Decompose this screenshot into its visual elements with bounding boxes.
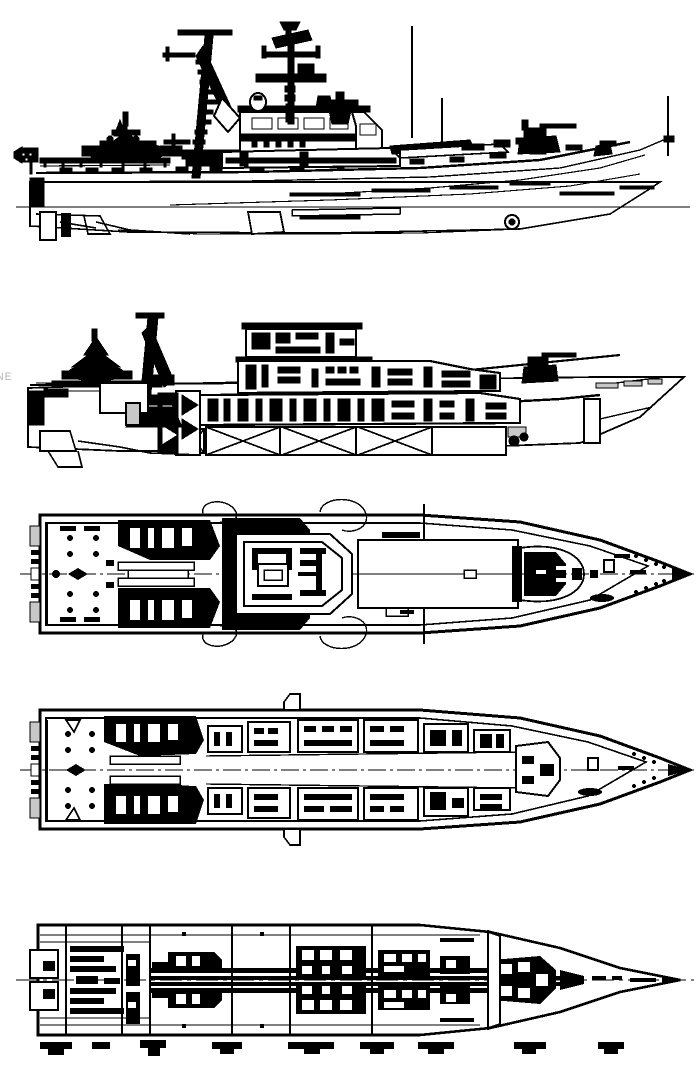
inboard-seachest bbox=[507, 426, 529, 447]
bridge-superstructure bbox=[221, 92, 401, 170]
bow-taper-dots bbox=[634, 554, 690, 594]
hull-outline bbox=[29, 181, 663, 234]
crane-davit bbox=[162, 29, 243, 179]
view-profile bbox=[0, 0, 700, 260]
lower-hatches bbox=[283, 693, 301, 846]
frame-marker bbox=[418, 1042, 454, 1054]
tank-void-zone bbox=[205, 426, 507, 456]
sonar-dome bbox=[246, 211, 286, 235]
frame-station-markers bbox=[40, 1040, 624, 1056]
forward-gun-plan bbox=[519, 545, 598, 603]
underwater-appendages bbox=[35, 211, 191, 241]
view-hold-plan bbox=[0, 890, 700, 1090]
inboard-fwd-compartment bbox=[583, 398, 601, 444]
deck-longitudinals bbox=[117, 561, 195, 587]
view-lower-deck-plan bbox=[0, 690, 700, 850]
bridge-deck-compartment bbox=[235, 322, 373, 363]
lower-house-doors bbox=[239, 151, 309, 167]
propeller bbox=[61, 213, 71, 237]
lower-shaft-lines bbox=[109, 755, 181, 785]
frame-marker bbox=[598, 1042, 624, 1054]
keel-line bbox=[117, 215, 601, 235]
ensign-staff-flag bbox=[13, 146, 39, 175]
view-inboard-profile bbox=[0, 295, 700, 480]
engine-casing-cutouts bbox=[130, 528, 192, 620]
mast-yard-upper bbox=[261, 51, 321, 58]
lower-hull-inner bbox=[45, 717, 648, 822]
profile-geometry bbox=[13, 21, 690, 241]
inboard-fwd-dashes bbox=[595, 378, 663, 389]
upper-deck-band bbox=[236, 359, 502, 395]
auxiliary-machinery bbox=[378, 950, 470, 1010]
lower-house-band bbox=[225, 157, 397, 164]
eo-director bbox=[321, 91, 359, 125]
fwd-tank-compartment bbox=[487, 930, 501, 1030]
inboard-aft-rail bbox=[36, 382, 100, 392]
steering-flat bbox=[29, 949, 59, 1011]
transom-fenders bbox=[29, 525, 41, 623]
hull-plate-seams bbox=[289, 181, 655, 197]
main-mast bbox=[255, 21, 327, 125]
inboard-aft-tank bbox=[125, 402, 141, 426]
chine-line bbox=[169, 173, 641, 206]
hull-opening-mid bbox=[504, 214, 520, 230]
aft-working-deck bbox=[46, 524, 114, 624]
transom-block bbox=[29, 177, 45, 207]
deckhouse-plan bbox=[222, 518, 353, 630]
lower-forward-block bbox=[515, 740, 561, 798]
lower-forepeak-detail bbox=[578, 752, 690, 796]
frame-marker bbox=[92, 1042, 110, 1049]
bilge-keel bbox=[291, 207, 401, 220]
inboard-forward-gun bbox=[521, 352, 577, 384]
view-main-deck-plan bbox=[0, 490, 700, 660]
main-engines bbox=[296, 946, 366, 1014]
frame-marker bbox=[514, 1042, 546, 1054]
deckhouse-portholes bbox=[251, 141, 306, 148]
shaft-bearings bbox=[126, 954, 140, 1024]
main-deck-internals bbox=[207, 398, 507, 422]
aft-deck-rail bbox=[39, 164, 171, 167]
lower-deck-geometry bbox=[20, 693, 695, 846]
inboard-aft-house bbox=[99, 382, 149, 414]
mast-platform bbox=[255, 73, 327, 83]
lower-machinery-cutouts bbox=[116, 724, 178, 814]
hold-plan-geometry bbox=[16, 923, 694, 1056]
inboard-geometry bbox=[27, 312, 687, 468]
main-deck-geometry bbox=[20, 498, 695, 650]
forward-gun-mount bbox=[517, 119, 577, 155]
gearboxes bbox=[152, 952, 222, 1008]
anchor-hawse bbox=[593, 143, 613, 157]
frame-marker bbox=[288, 1042, 334, 1054]
forepeak-dash bbox=[592, 975, 680, 985]
forward-machinery bbox=[492, 956, 584, 1004]
upper-deck-internals bbox=[245, 364, 497, 390]
radar-antenna bbox=[271, 29, 313, 49]
lower-compartment-detail bbox=[214, 726, 504, 812]
stern-machinery bbox=[70, 946, 124, 1014]
lower-aft-deck bbox=[46, 719, 95, 821]
frame-marker bbox=[40, 1042, 72, 1055]
forecastle-structure bbox=[356, 532, 522, 617]
frame-marker bbox=[212, 1042, 242, 1054]
frame-marker bbox=[140, 1040, 166, 1056]
crane-lattice bbox=[192, 59, 219, 145]
stern-ramp bbox=[39, 430, 201, 468]
lower-passageway bbox=[205, 751, 521, 789]
inboard-transom bbox=[27, 390, 45, 426]
hold-void-markers bbox=[182, 932, 474, 1028]
rudder bbox=[39, 211, 57, 241]
frame-marker bbox=[360, 1042, 394, 1054]
deck-edge-line bbox=[29, 137, 669, 183]
inboard-aft-gear bbox=[43, 328, 175, 398]
lower-transom-fenders bbox=[29, 721, 41, 819]
deckhouse-band bbox=[239, 133, 357, 142]
forecastle-fittings bbox=[590, 554, 646, 602]
davit-arcs bbox=[202, 498, 368, 650]
watermark-text: NE bbox=[0, 371, 13, 383]
